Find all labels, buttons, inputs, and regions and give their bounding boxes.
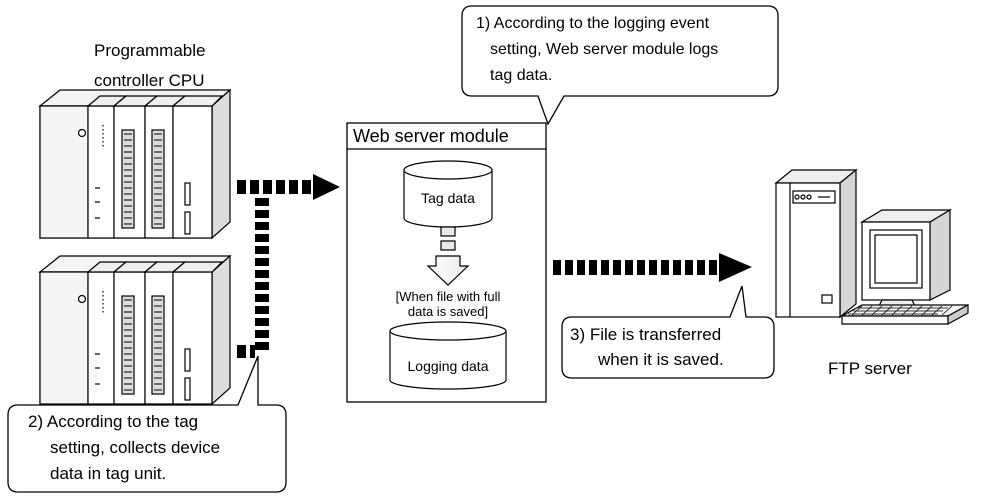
callout-1-line2: setting, Web server module logs bbox=[490, 41, 719, 58]
tag-data-cylinder bbox=[403, 160, 493, 228]
save-condition-line2: data is saved] bbox=[407, 304, 489, 319]
plc-rack-top bbox=[38, 88, 232, 240]
plc-label-line1: Programmable bbox=[94, 41, 206, 60]
logging-data-cylinder bbox=[389, 321, 507, 390]
callout-2-line3: data in tag unit. bbox=[50, 464, 167, 483]
save-flow-arrow bbox=[426, 226, 470, 286]
callout-2-bubble bbox=[7, 355, 287, 493]
callout-1-bubble bbox=[461, 5, 779, 126]
plc-to-module-arrow bbox=[237, 174, 340, 358]
module-to-ftp-arrow bbox=[553, 253, 752, 282]
callout-2-line1: 2) According to the tag bbox=[28, 412, 199, 431]
keyboard-keys bbox=[848, 305, 953, 316]
plc-rack-top-terminals bbox=[124, 133, 162, 225]
web-server-module-title: Web server module bbox=[353, 126, 509, 146]
callout-2-line2: setting, collects device bbox=[50, 438, 221, 457]
callout-1-line1: 1) According to the logging event bbox=[476, 15, 710, 32]
callout-3-line1: 3) File is transferred bbox=[570, 325, 722, 344]
callout-3-bubble bbox=[561, 285, 775, 379]
ftp-server-label: FTP server bbox=[828, 359, 912, 378]
callout-3-line2: when it is saved. bbox=[598, 350, 724, 369]
ftp-server-computer bbox=[774, 168, 969, 326]
plc-rack-bottom bbox=[38, 254, 232, 406]
plc-label-line2: controller CPU bbox=[94, 71, 205, 90]
logging-data-label: Logging data bbox=[407, 358, 489, 374]
callout-1-line3: tag data. bbox=[490, 67, 553, 84]
tag-data-label: Tag data bbox=[421, 190, 475, 206]
save-condition-line1: [When file with full bbox=[395, 289, 501, 304]
plc-rack-bottom-terminals bbox=[124, 299, 162, 391]
